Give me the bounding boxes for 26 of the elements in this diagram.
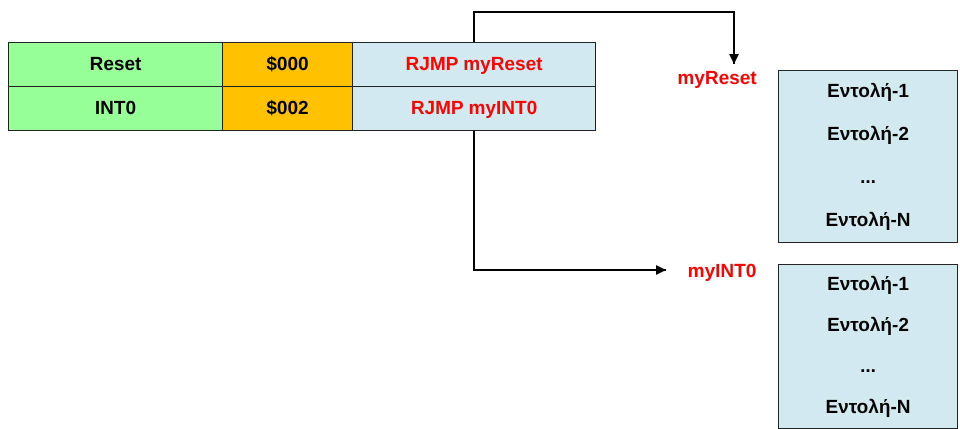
cell-text: RJMP myINT0 (410, 98, 538, 120)
code-block (778, 264, 958, 429)
cell-text: myReset (677, 68, 757, 90)
instruction-text: Εντολή-2 (827, 315, 909, 338)
table-cell (352, 42, 596, 87)
table-cell (222, 86, 353, 131)
arrow (473, 11, 739, 64)
table-cell (8, 42, 223, 87)
cell-text: $002 (266, 98, 309, 120)
table-cell (222, 42, 353, 87)
cell-text: Reset (90, 54, 142, 76)
instruction-text: Εντολή-N (825, 210, 911, 232)
instruction-text: Εντολή-2 (827, 124, 909, 146)
instruction-text: Εντολή-1 (827, 274, 909, 296)
instruction-text: Εντολή-1 (827, 81, 909, 104)
code-block (778, 70, 958, 243)
cell-text: myINT0 (688, 261, 756, 283)
cell-text: RJMP myReset (406, 54, 542, 76)
instruction-text: ... (860, 356, 876, 378)
cell-text: INT0 (94, 98, 136, 120)
table-cell (352, 86, 596, 131)
cell-text: $000 (266, 54, 309, 76)
instruction-text: Εντολή-N (825, 396, 911, 419)
instruction-text: ... (860, 166, 876, 189)
arrow (473, 131, 666, 275)
table-cell (8, 86, 223, 131)
